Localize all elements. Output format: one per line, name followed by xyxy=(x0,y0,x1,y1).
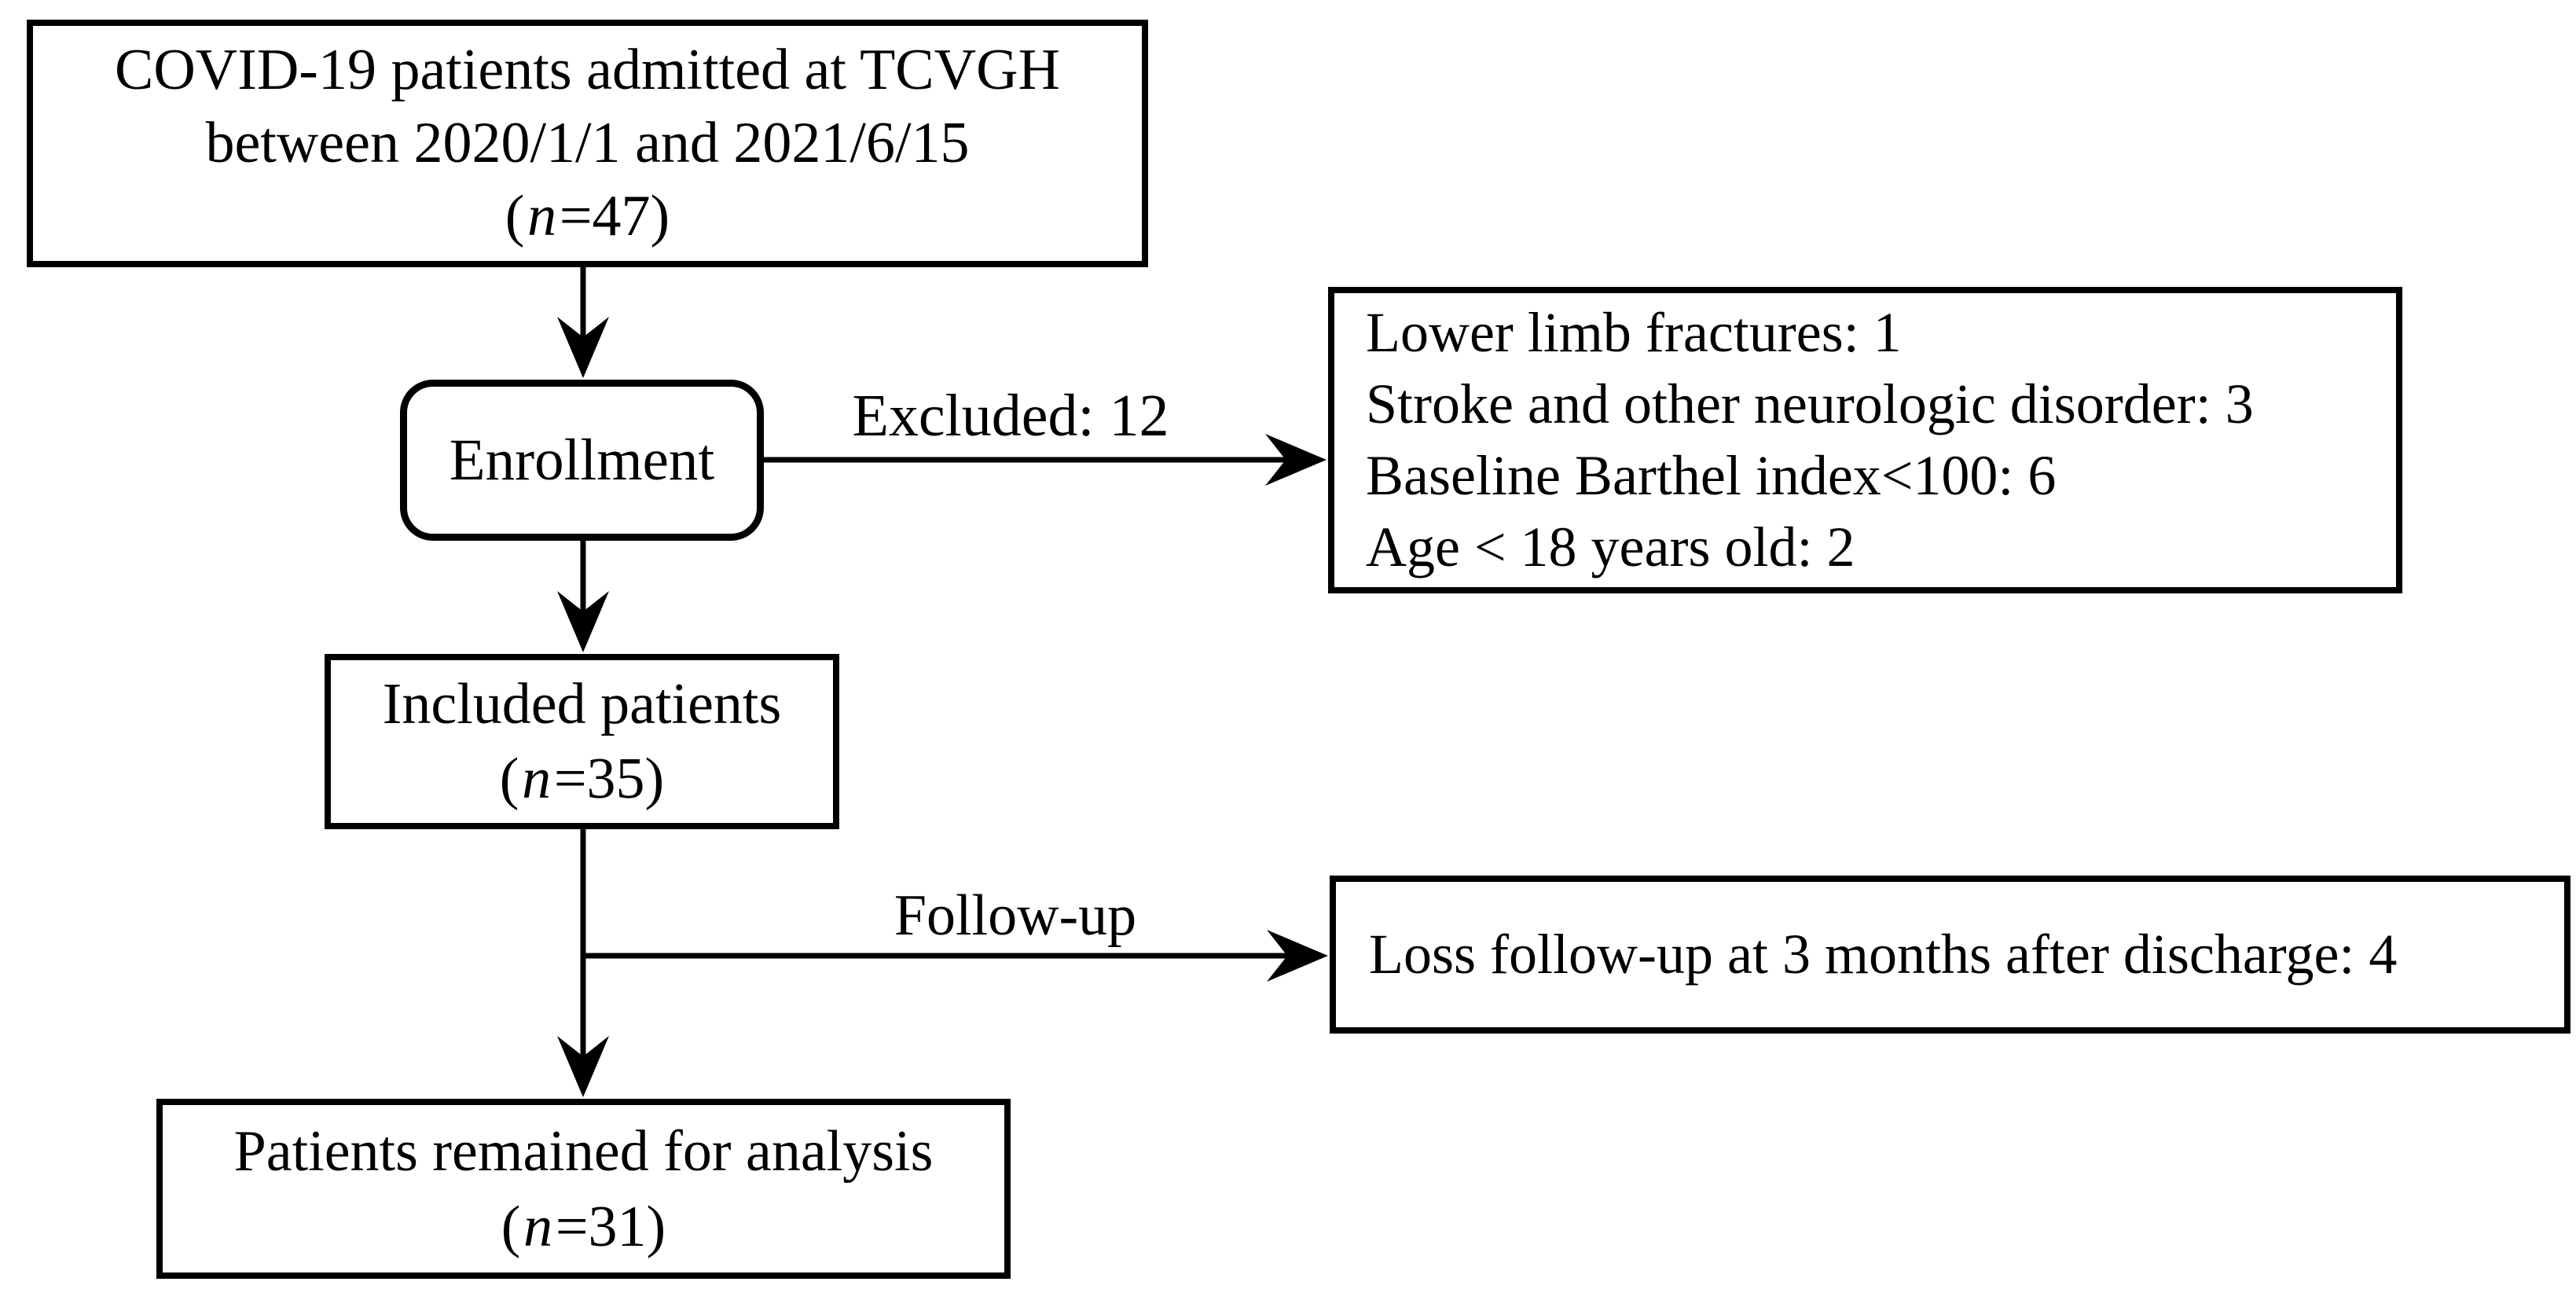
arrow-followup-branch xyxy=(583,930,1328,982)
paren-open: ( xyxy=(501,1194,521,1259)
n-symbol: n xyxy=(522,746,552,811)
exclusion-reason-line: Age < 18 years old: 2 xyxy=(1366,516,1855,578)
arrow-admitted-to-enrollment xyxy=(557,263,609,378)
arrow-enrollment-to-excluded xyxy=(761,434,1327,486)
arrow-included-to-remained xyxy=(557,828,609,1097)
n-symbol: n xyxy=(527,184,557,248)
box-loss-followup: Loss follow-up at 3 months after dischar… xyxy=(1330,876,2570,1034)
arrow-enrollment-to-included xyxy=(557,539,609,652)
box-included-patients: Included patients (n=35) xyxy=(325,654,839,829)
n-count-line: (n=47) xyxy=(505,180,670,253)
n-count-line: (n=35) xyxy=(500,742,664,817)
n-value: =47) xyxy=(559,184,670,248)
box-text-line: Patients remained for analysis xyxy=(233,1118,934,1184)
paren-open: ( xyxy=(499,746,519,811)
box-text-line: between 2020/1/1 and 2021/6/15 xyxy=(205,111,970,175)
paren-open: ( xyxy=(505,184,525,248)
box-text-line: COVID-19 patients admitted at TCVGH xyxy=(114,38,1060,102)
followup-label: Follow-up xyxy=(894,883,1137,949)
box-text-line: Loss follow-up at 3 months after dischar… xyxy=(1369,923,2398,986)
n-symbol: n xyxy=(523,1194,553,1259)
box-admitted-patients: COVID-19 patients admitted at TCVGH betw… xyxy=(27,20,1148,267)
exclusion-reason-line: Stroke and other neurologic disorder: 3 xyxy=(1366,373,2254,435)
box-remained-for-analysis: Patients remained for analysis (n=31) xyxy=(156,1099,1011,1279)
box-enrollment: Enrollment xyxy=(400,380,764,541)
box-text-line: Enrollment xyxy=(449,427,715,493)
exclusion-reason-line: Baseline Barthel index<100: 6 xyxy=(1366,444,2057,507)
n-value: =31) xyxy=(555,1194,666,1259)
excluded-count-label: Excluded: 12 xyxy=(852,382,1169,450)
n-value: =35) xyxy=(553,746,665,811)
n-count-line: (n=31) xyxy=(501,1189,666,1265)
box-text-line: Included patients xyxy=(382,671,782,736)
exclusion-reason-line: Lower limb fractures: 1 xyxy=(1366,301,1902,364)
box-exclusion-reasons: Lower limb fractures: 1 Stroke and other… xyxy=(1328,287,2402,593)
